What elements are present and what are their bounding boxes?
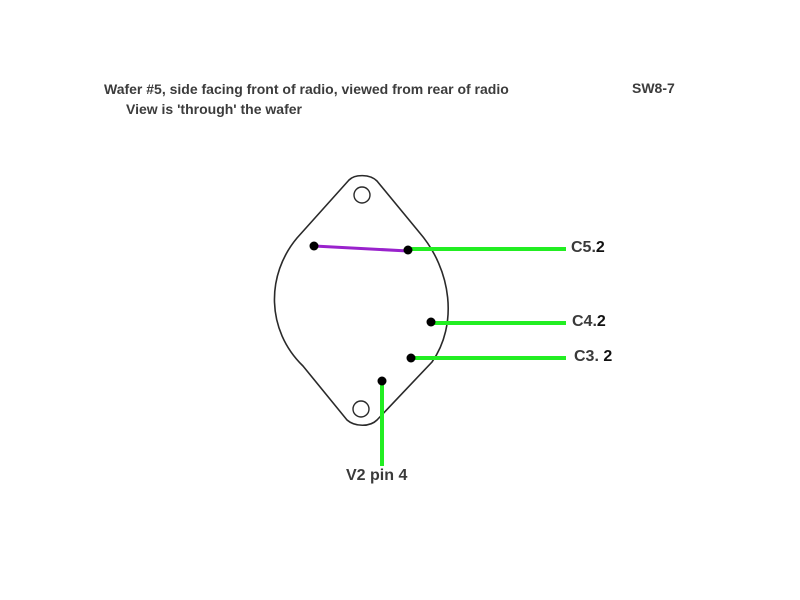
terminal-c3 [406,353,416,363]
mounting-hole-top [353,186,371,204]
label-c5-main: C5. [571,239,596,256]
label-c5-sub: 2 [595,239,605,256]
label-c5: C5.2 [571,239,605,257]
diagram-title: Wafer #5, side facing front of radio, vi… [104,81,509,97]
sheet-id: SW8-7 [632,80,675,96]
label-v2-pin4: V2 pin 4 [346,467,408,484]
label-c3-sub: 2 [603,348,613,365]
terminal-v2 [377,376,387,386]
mounting-hole-bottom [352,400,370,418]
label-c4: C4.2 [572,313,606,331]
terminal-c4 [426,317,436,327]
label-c3: C3. 2 [574,348,612,366]
label-c4-main: C4. [572,313,597,330]
wafer-outline [273,174,449,427]
label-c3-main: C3. [574,348,599,365]
label-c4-sub: 2 [596,313,606,330]
diagram-subtitle: View is 'through' the wafer [126,101,302,117]
terminal-jumper-left [309,241,319,251]
jumper-wire [313,244,409,253]
terminal-c5 [403,245,413,255]
